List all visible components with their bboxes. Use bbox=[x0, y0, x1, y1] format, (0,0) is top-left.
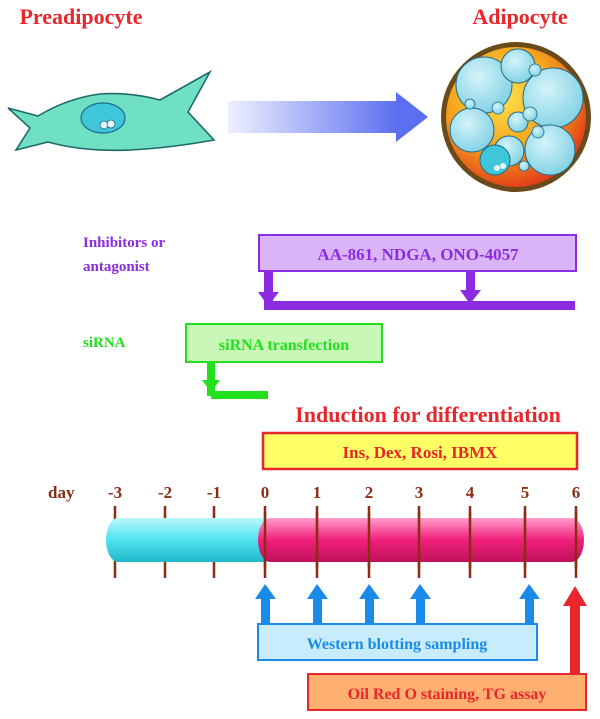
induction-box bbox=[261, 431, 579, 471]
inhibitors-label-line1: Inhibitors or bbox=[83, 235, 165, 251]
tick-label: 6 bbox=[572, 483, 581, 502]
sirna-box bbox=[185, 323, 383, 363]
day-tick-labels: -3 -2 -1 0 1 2 3 4 5 6 bbox=[108, 483, 580, 502]
preadipocyte-phase-bar bbox=[106, 518, 276, 562]
tick-label: -2 bbox=[158, 483, 172, 502]
oil-red-box-text: Oil Red O staining, TG assay bbox=[348, 686, 547, 703]
inhibitors-box-text: AA-861, NDGA, ONO-4057 bbox=[317, 245, 519, 264]
sampling-arrow-day0 bbox=[255, 584, 276, 624]
oil-red-arrow bbox=[563, 586, 587, 678]
western-sampling-arrows bbox=[255, 584, 540, 624]
induction-title: Induction for differentiation bbox=[295, 402, 561, 427]
adipocyte-label: Adipocyte bbox=[472, 4, 568, 29]
sirna-treatment-line bbox=[202, 362, 268, 399]
tick-label: 3 bbox=[415, 483, 424, 502]
sirna-box-text: siRNA transfection bbox=[219, 337, 349, 354]
tick-label: 1 bbox=[313, 483, 322, 502]
adipocyte-cell-icon bbox=[441, 42, 591, 192]
inhibitor-treatment-line bbox=[258, 271, 575, 310]
western-box-text: Western blotting sampling bbox=[307, 636, 487, 653]
tick-label: 5 bbox=[521, 483, 530, 502]
day-label: day bbox=[48, 483, 75, 502]
sirna-label: siRNA bbox=[83, 335, 126, 351]
sampling-arrow-day1 bbox=[307, 584, 328, 624]
induction-box-text: Ins, Dex, Rosi, IBMX bbox=[343, 443, 499, 462]
western-box bbox=[257, 623, 538, 661]
timeline-bar bbox=[106, 512, 584, 568]
sampling-arrow-day3 bbox=[410, 584, 431, 624]
differentiation-phase-bar bbox=[258, 518, 584, 562]
preadipocyte-cell-icon bbox=[7, 69, 216, 152]
inhibitors-box bbox=[258, 234, 577, 272]
tick-label: -1 bbox=[207, 483, 221, 502]
preadipocyte-label: Preadipocyte bbox=[19, 4, 142, 29]
sampling-arrow-day5 bbox=[519, 584, 540, 624]
differentiation-arrow-icon bbox=[228, 92, 428, 142]
tick-label: 4 bbox=[466, 483, 475, 502]
tick-label: 2 bbox=[365, 483, 374, 502]
oil-red-box bbox=[307, 673, 587, 711]
tick-label: -3 bbox=[108, 483, 122, 502]
tick-label: 0 bbox=[261, 483, 270, 502]
inhibitors-label-line2: antagonist bbox=[83, 259, 150, 275]
sampling-arrow-day2 bbox=[359, 584, 380, 624]
